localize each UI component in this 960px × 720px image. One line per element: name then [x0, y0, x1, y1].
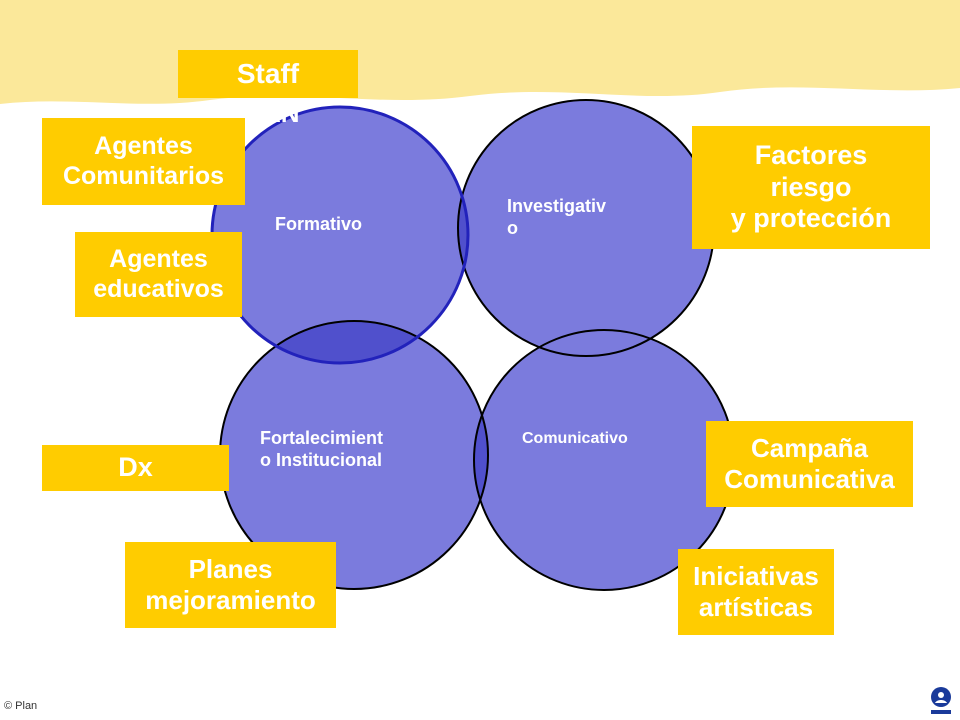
circle-fortalecimiento	[220, 321, 488, 589]
label-agentes-comunitarios: Agentes Comunitarios	[42, 118, 245, 205]
plan-partial-text: AN	[262, 98, 300, 128]
label-planes: Planes mejoramiento	[125, 542, 336, 628]
circle-investigativo	[458, 100, 714, 356]
label-campana: Campaña Comunicativa	[706, 421, 913, 507]
label-dx: Dx	[42, 445, 229, 491]
copyright-text: © Plan	[4, 700, 38, 712]
label-iniciativas: Iniciativas artísticas	[678, 549, 834, 635]
label-staff: Staff	[178, 50, 358, 98]
label-factores: Factores riesgo y protección	[692, 126, 930, 249]
circle-label-formativo: Formativo	[275, 214, 363, 234]
circle-formativo	[212, 107, 468, 363]
circle-label-comunicativo: Comunicativo	[522, 430, 628, 447]
highlight-band	[0, 0, 960, 104]
circle-label-investigativo: Investigativ o	[507, 196, 607, 238]
plan-logo-icon	[931, 687, 951, 714]
circle-label-fortalecimiento: Fortalecimient o Institucional	[260, 428, 384, 470]
label-agentes-educativos: Agentes educativos	[75, 232, 242, 317]
circle-comunicativo	[474, 330, 734, 590]
